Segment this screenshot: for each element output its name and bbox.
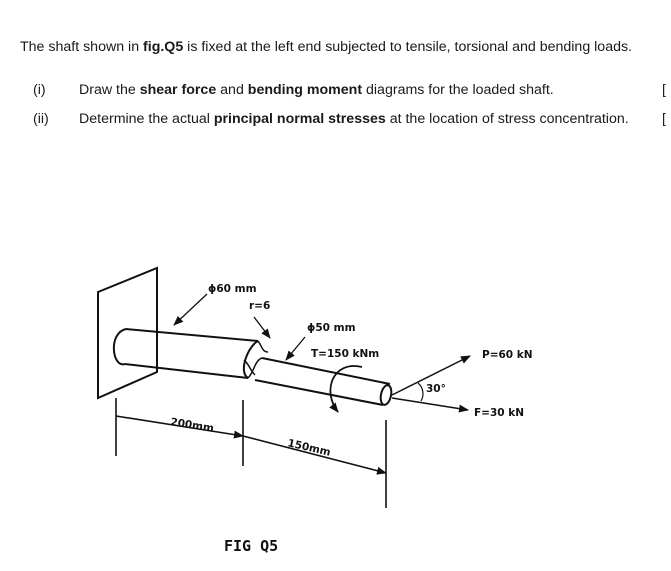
figure-caption: FIG Q5 xyxy=(224,537,278,555)
axial-load-arrow xyxy=(391,355,471,396)
question-text: Draw the shear force and bending moment … xyxy=(79,82,554,98)
figure-reference: fig.Q5 xyxy=(143,39,184,55)
fixed-wall xyxy=(97,266,158,400)
torque-label: T=150 kNm xyxy=(311,348,379,360)
large-diameter-label: ϕ60 mm xyxy=(208,283,257,295)
question-text: Determine the actual principal normal st… xyxy=(79,111,629,127)
small-diameter-label: ϕ50 mm xyxy=(307,322,356,334)
dimension-lines xyxy=(115,398,387,508)
marks-bracket: [ xyxy=(662,82,666,98)
angle-label: 30° xyxy=(426,383,446,395)
fillet-shoulder xyxy=(243,340,269,379)
question-number: (ii) xyxy=(33,111,49,127)
leader-lines xyxy=(173,293,306,361)
transverse-load-label: F=30 kN xyxy=(474,407,524,419)
question-number: (i) xyxy=(33,82,46,98)
problem-statement: The shaft shown in fig.Q5 is fixed at th… xyxy=(20,39,633,55)
small-shaft-section xyxy=(254,357,393,406)
length-150-label: 150mm xyxy=(286,437,331,459)
angle-arc xyxy=(417,382,424,402)
axial-load-label: P=60 kN xyxy=(482,349,533,361)
torque-arrow xyxy=(329,365,363,413)
transverse-load-arrow xyxy=(391,397,469,413)
large-shaft-section xyxy=(112,328,259,379)
fillet-radius-label: r=6 xyxy=(249,300,270,312)
length-200-label: 200mm xyxy=(170,416,215,435)
marks-bracket: [ xyxy=(662,111,666,127)
